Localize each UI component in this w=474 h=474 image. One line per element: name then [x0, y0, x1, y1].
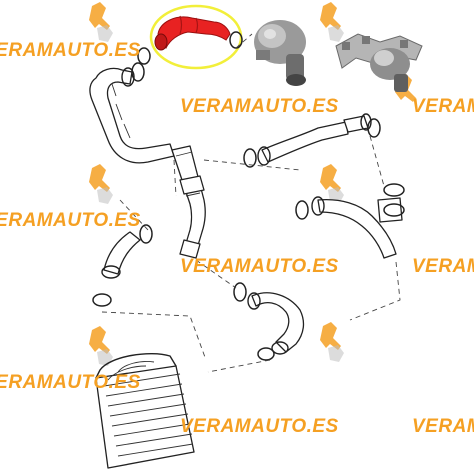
elbow-hose-right: [311, 196, 403, 259]
intercooler-hose-right: [257, 113, 372, 166]
bottom-hose: [247, 292, 305, 355]
watermark-text: VERAMAUTO.ES: [0, 372, 141, 393]
hose-clamp: [131, 62, 145, 82]
hose-clamp: [257, 347, 275, 361]
highlighted-hose: [149, 4, 243, 70]
watermark-logo-icon: [89, 2, 416, 354]
watermark-text: VERAMAUTO.ES: [180, 256, 339, 277]
hose-clamp: [295, 200, 309, 220]
exhaust-manifold: [335, 33, 423, 92]
watermark-text: VERAMAUTO.ES: [180, 96, 339, 117]
turbocharger: [254, 20, 306, 86]
hose-clamp: [383, 183, 405, 197]
hose-clamp: [137, 47, 151, 65]
watermark-shadow-icon: [97, 25, 344, 366]
hose-clamp: [233, 282, 247, 302]
watermark-text: VERAMAUTO.ES: [180, 416, 339, 437]
central-pipe: [171, 145, 206, 259]
watermark-text: VERAMAUT: [412, 416, 474, 437]
small-hose-left: [101, 231, 141, 279]
hose-clamp: [92, 293, 112, 307]
intercooler: [95, 353, 195, 469]
hose-clamp: [139, 224, 153, 244]
hose-clamp: [383, 203, 405, 217]
assembly-guide-lines: [101, 33, 401, 373]
hose-clamp: [367, 118, 381, 138]
hose-clamp: [243, 148, 257, 168]
watermark-text: VERAMAUTO.ES: [0, 40, 141, 61]
intake-pipe-left: [89, 67, 175, 164]
watermark-text: VERAMAUT: [412, 96, 474, 117]
watermark-text: VERAMAUTO.ES: [0, 210, 141, 231]
watermark-text: VERAMAUT: [412, 256, 474, 277]
